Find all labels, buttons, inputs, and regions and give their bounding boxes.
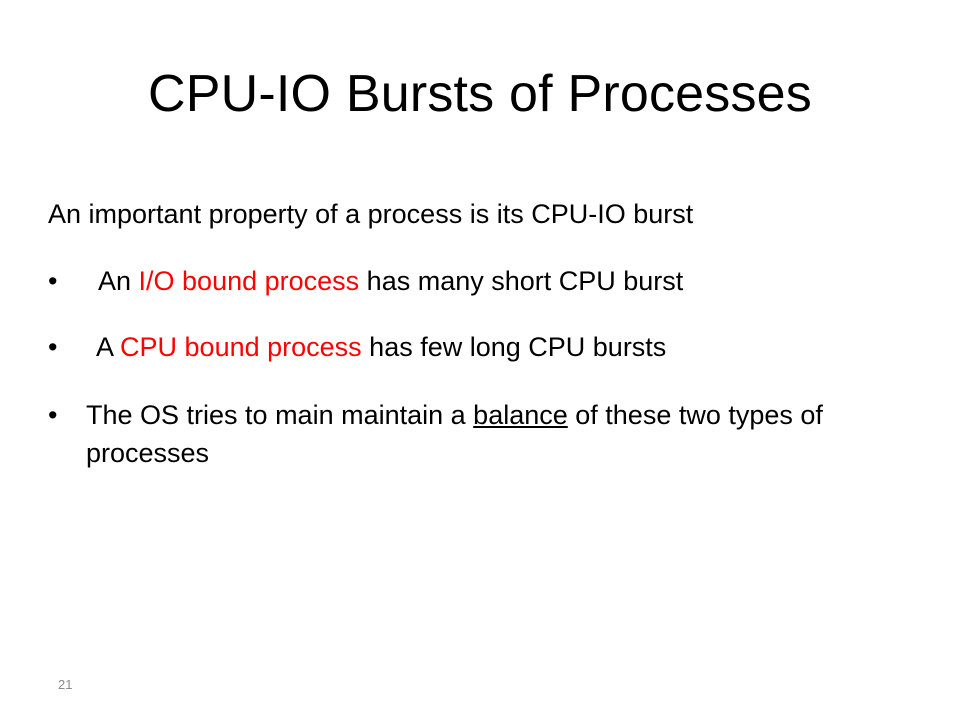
bullet-cpu-bound: A CPU bound process has few long CPU bur… <box>96 328 666 366</box>
bullet-marker: • <box>48 400 58 430</box>
balance-underlined: balance <box>473 400 568 430</box>
bullet-marker: • <box>48 266 58 296</box>
bullet-io-bound: An I/O bound process has many short CPU … <box>98 262 683 300</box>
bullet-prefix: An <box>98 266 139 296</box>
bullet-suffix: has many short CPU burst <box>359 266 684 296</box>
bullet-marker: • <box>48 332 58 362</box>
page-number: 21 <box>58 677 73 692</box>
io-bound-highlight: I/O bound process <box>138 266 360 296</box>
bullet-suffix: of these two types of processes <box>86 400 823 468</box>
bullet-prefix: A <box>96 332 121 362</box>
bullet-suffix: has few long CPU bursts <box>361 332 667 362</box>
bullet-prefix: The OS tries to main maintain a <box>86 400 474 430</box>
cpu-bound-highlight: CPU bound process <box>120 332 362 362</box>
slide-title: CPU-IO Bursts of Processes <box>147 65 813 123</box>
bullet-balance: The OS tries to main maintain a balance … <box>86 396 886 472</box>
intro-text: An important property of a process is it… <box>48 199 694 229</box>
